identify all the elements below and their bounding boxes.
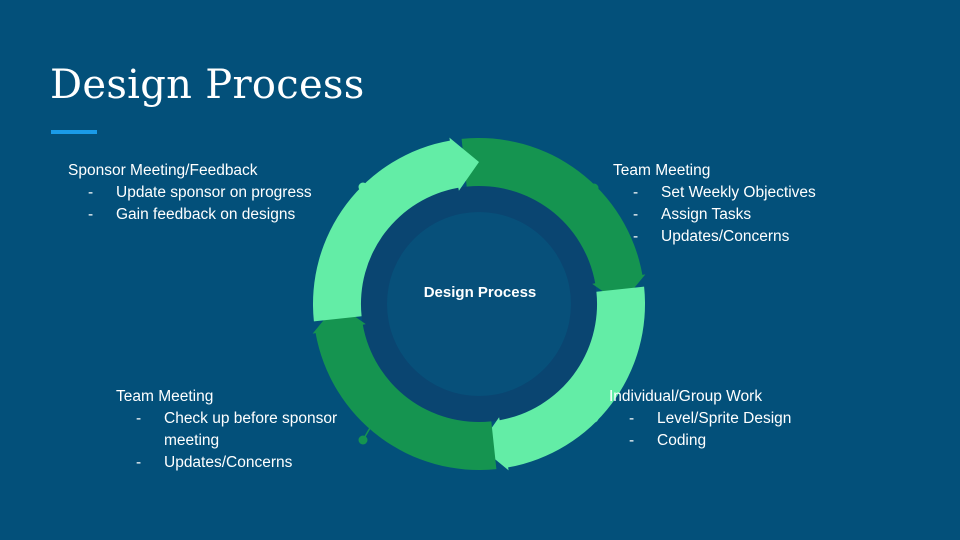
list-item: Gain feedback on designs (68, 204, 348, 226)
connector-dot-team-bottom (358, 435, 368, 445)
inner-disc (387, 212, 571, 396)
list-item: Level/Sprite Design (609, 408, 909, 430)
list-item: Check up before sponsor meeting (116, 408, 356, 452)
text-block-team-meeting-top: Team Meeting Set Weekly Objectives Assig… (613, 160, 913, 248)
list-item: Coding (609, 430, 909, 452)
bullet-list: Update sponsor on progress Gain feedback… (68, 182, 348, 226)
cycle-arrow-individual-work (479, 286, 646, 471)
center-label: Design Process (423, 284, 537, 301)
block-heading: Sponsor Meeting/Feedback (68, 162, 258, 179)
list-item: Update sponsor on progress (68, 182, 348, 204)
list-item: Updates/Concerns (116, 452, 356, 474)
list-item: Updates/Concerns (613, 226, 913, 248)
list-item: Set Weekly Objectives (613, 182, 913, 204)
bullet-list: Level/Sprite Design Coding (609, 408, 909, 452)
cycle-arrow-team-meeting-top (461, 137, 646, 304)
text-block-sponsor-meeting: Sponsor Meeting/Feedback Update sponsor … (68, 160, 348, 226)
text-block-individual-work: Individual/Group Work Level/Sprite Desig… (609, 386, 909, 452)
bullet-list: Check up before sponsor meeting Updates/… (116, 408, 356, 474)
text-block-team-meeting-bottom: Team Meeting Check up before sponsor mee… (116, 386, 356, 474)
slide-title: Design Process (50, 62, 365, 108)
list-item: Assign Tasks (613, 204, 913, 226)
block-heading: Team Meeting (613, 162, 711, 179)
cycle-arrow-sponsor-meeting (312, 137, 479, 322)
block-heading: Individual/Group Work (609, 388, 763, 405)
block-heading: Team Meeting (116, 388, 214, 405)
title-underline (51, 130, 97, 134)
bullet-list: Set Weekly Objectives Assign Tasks Updat… (613, 182, 913, 248)
cycle-arrow-team-meeting-bottom (312, 304, 497, 471)
